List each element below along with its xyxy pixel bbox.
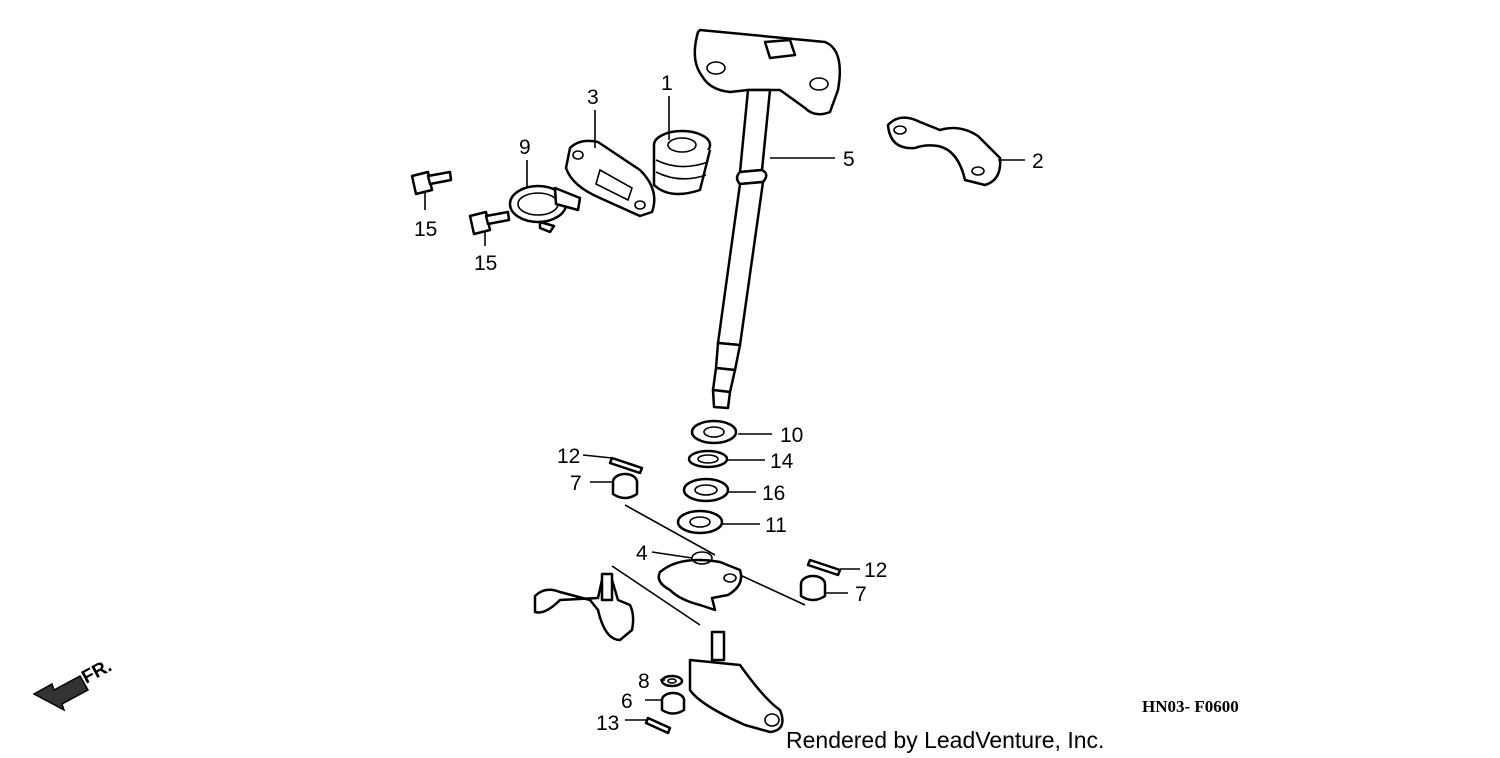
callout-3: 3 xyxy=(587,86,599,109)
bracket-part-2[interactable] xyxy=(886,116,1002,187)
washer-part-8[interactable] xyxy=(660,674,684,688)
callout-14: 14 xyxy=(770,450,794,473)
callout-9: 9 xyxy=(519,136,531,159)
callout-4: 4 xyxy=(636,542,648,565)
bearing-part-11[interactable] xyxy=(676,509,724,535)
cotter-pin-part-12-right[interactable] xyxy=(806,558,842,577)
callout-16: 16 xyxy=(762,482,785,505)
callout-2: 2 xyxy=(1032,150,1044,173)
bolt-part-15-upper[interactable] xyxy=(410,170,453,196)
bushing-part-1[interactable] xyxy=(652,129,712,196)
callout-7-left: 7 xyxy=(570,472,582,495)
tie-rod-end-left[interactable] xyxy=(533,572,635,642)
cotter-pin-part-13[interactable] xyxy=(644,716,672,735)
steering-arm-part-4[interactable] xyxy=(657,551,743,612)
leader-lines xyxy=(424,96,1025,721)
callout-12-left: 12 xyxy=(557,445,580,468)
callout-12-right: 12 xyxy=(864,559,887,582)
holder-part-3[interactable] xyxy=(564,139,656,218)
bolt-part-15-lower[interactable] xyxy=(468,210,511,236)
clamp-part-9[interactable] xyxy=(508,184,582,234)
steering-shaft-part-5[interactable] xyxy=(693,28,842,410)
front-direction-indicator: FR. xyxy=(32,656,115,712)
render-credit: Rendered by LeadVenture, Inc. xyxy=(786,727,1104,753)
nut-part-6[interactable] xyxy=(660,691,686,715)
callout-15-upper: 15 xyxy=(414,218,437,241)
washer-part-14[interactable] xyxy=(687,449,729,469)
tie-rod-end-right[interactable] xyxy=(688,630,784,734)
callout-8: 8 xyxy=(638,670,650,693)
bearing-part-16[interactable] xyxy=(682,477,730,503)
bearing-part-10[interactable] xyxy=(690,419,738,445)
callout-labels: 1 2 3 4 5 6 7 7 8 9 10 11 12 12 13 14 15… xyxy=(414,72,1044,735)
callout-13: 13 xyxy=(596,712,619,735)
callout-7-right: 7 xyxy=(855,583,867,606)
cotter-pin-part-12-left[interactable] xyxy=(608,456,644,475)
callout-10: 10 xyxy=(780,424,803,447)
castle-nut-part-7-right[interactable] xyxy=(799,574,827,602)
front-arrow-icon xyxy=(32,674,90,712)
drawing-code: HN03- F0600 xyxy=(1142,697,1239,716)
callout-1: 1 xyxy=(661,72,673,95)
castle-nut-part-7-left[interactable] xyxy=(611,472,639,500)
callout-11: 11 xyxy=(765,514,787,537)
callout-5: 5 xyxy=(843,148,855,171)
callout-6: 6 xyxy=(621,690,633,713)
callout-15-lower: 15 xyxy=(474,252,497,275)
